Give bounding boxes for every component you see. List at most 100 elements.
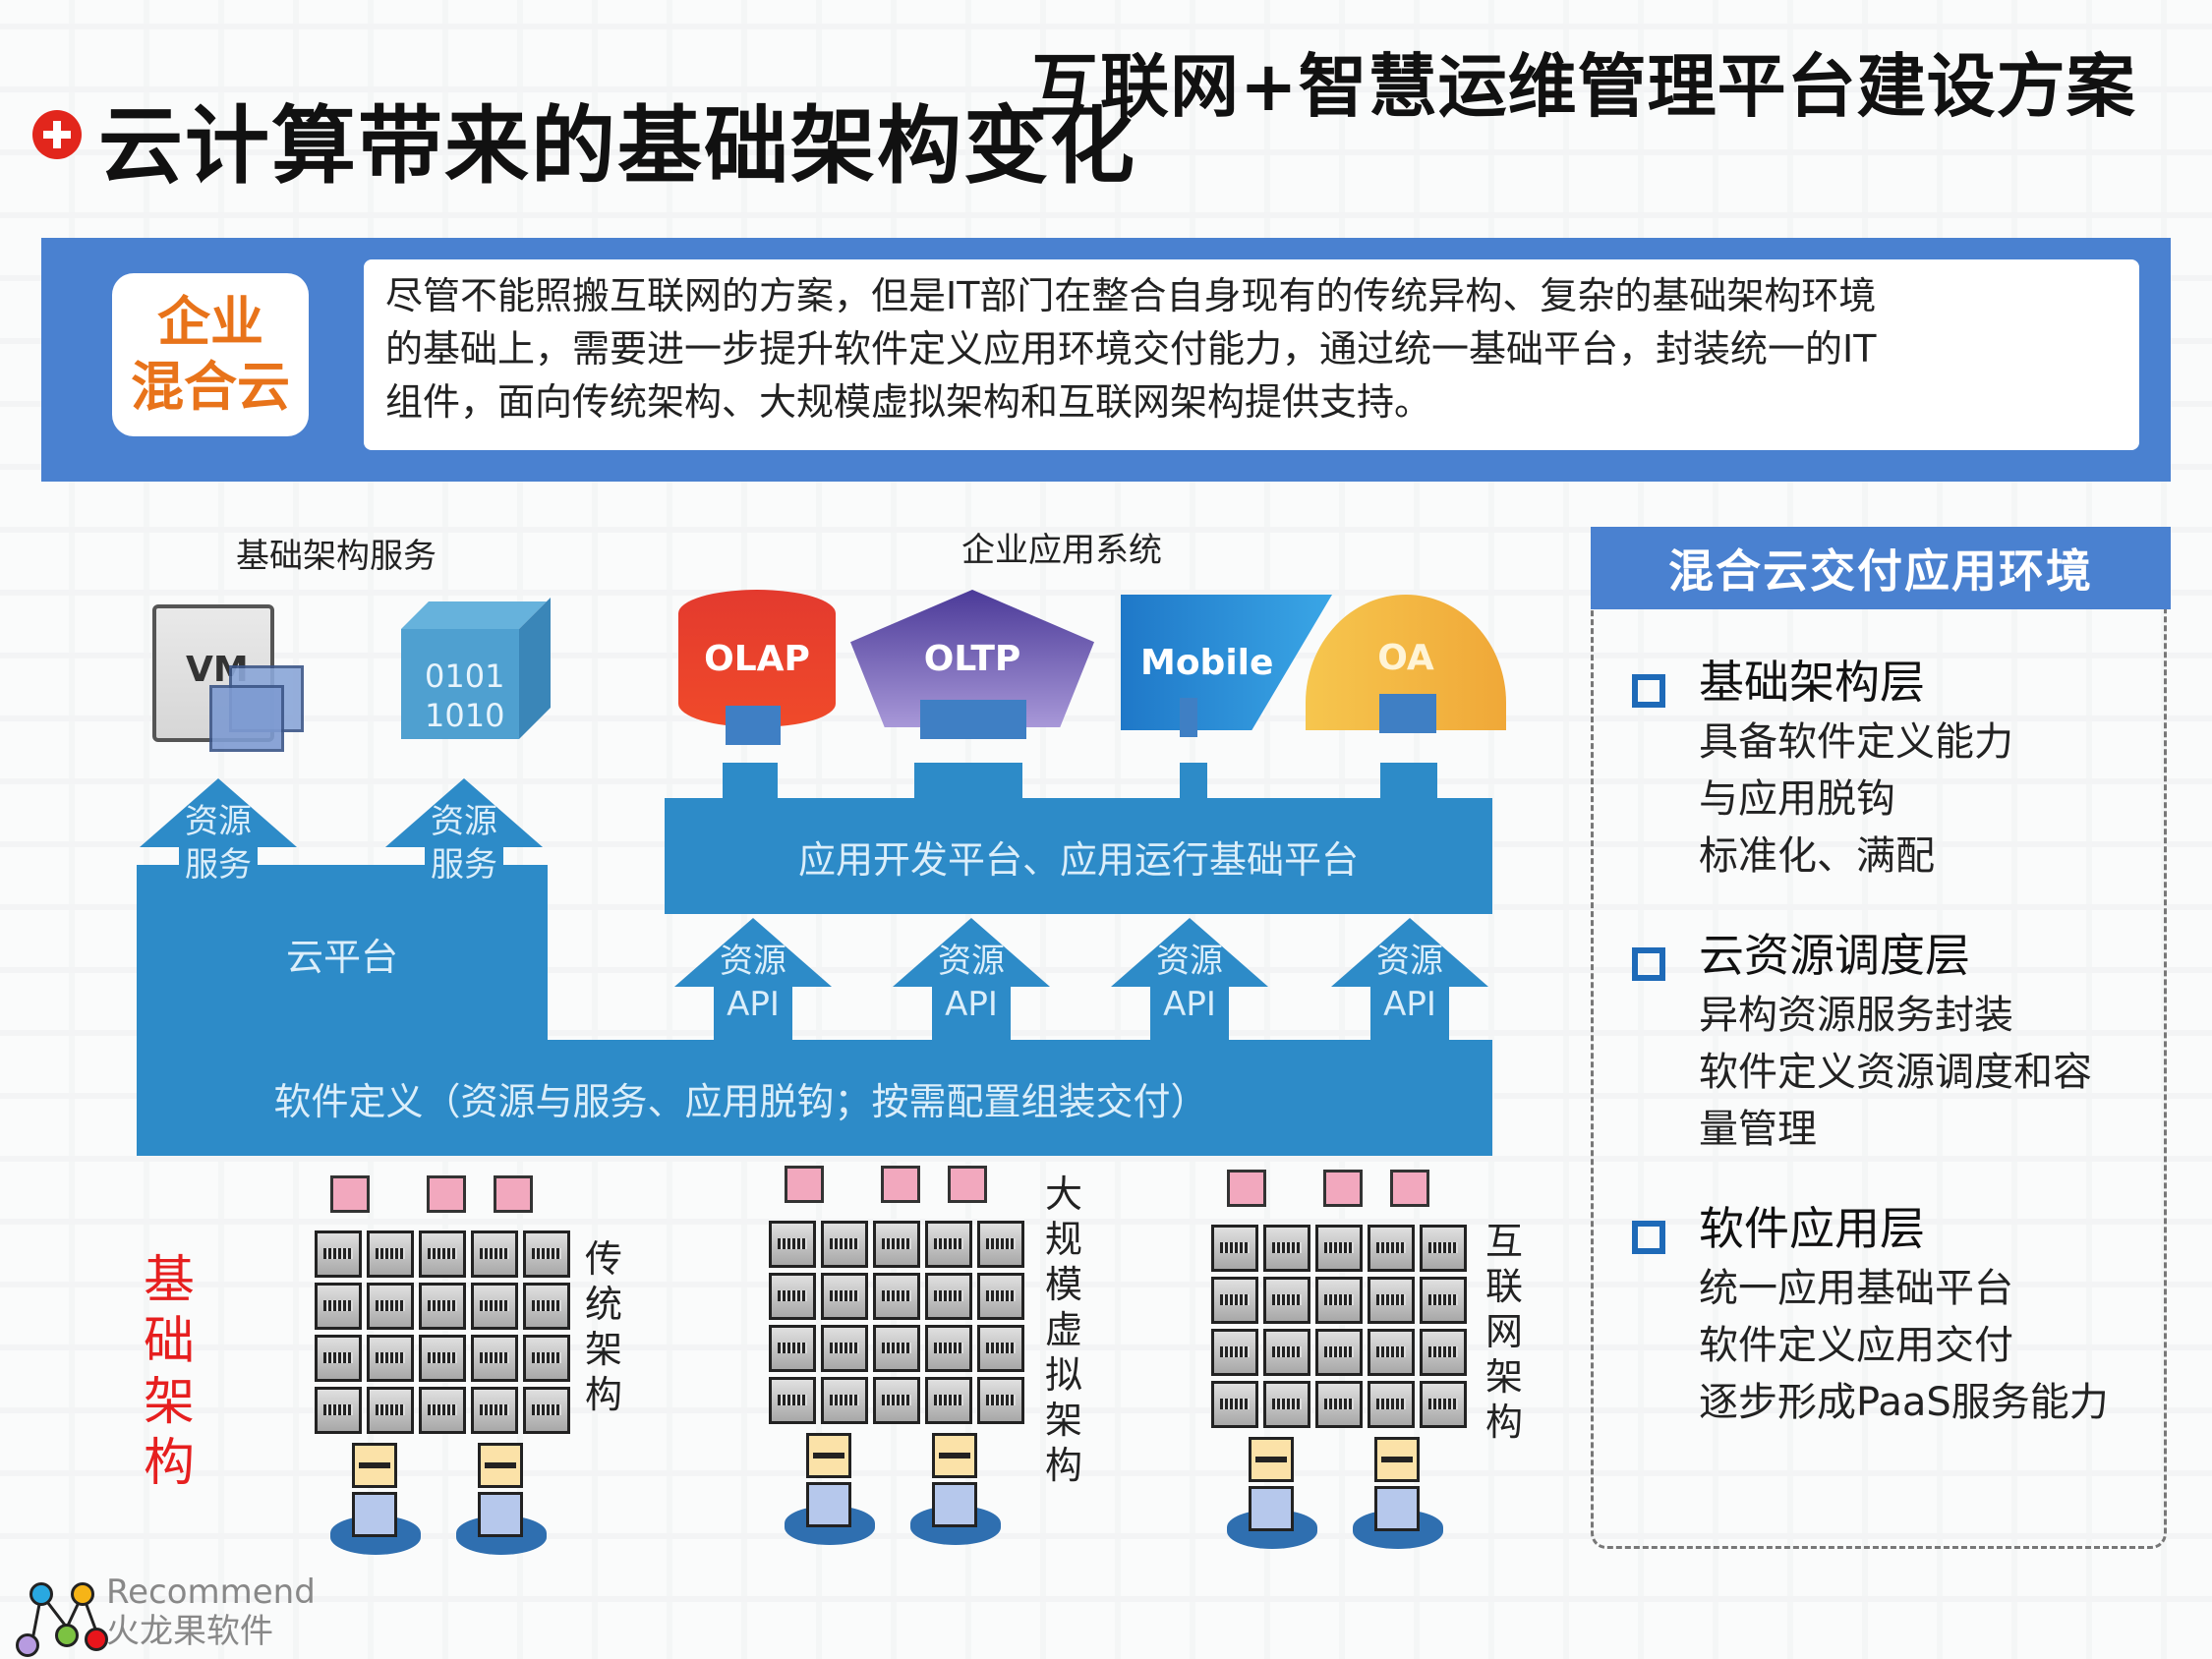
- binary-cube-icon: 0101 1010: [401, 598, 558, 739]
- storage-array-icon: [806, 1482, 851, 1527]
- layer-title: 软件应用层: [1699, 1202, 1925, 1255]
- layer-line: 标准化、满配: [1699, 833, 1935, 879]
- checkbox-square-icon: [1632, 674, 1665, 708]
- switch-icon: [948, 1166, 987, 1203]
- resource-api-arrow: 资源 API: [1331, 918, 1488, 1058]
- app-port: [1379, 694, 1436, 733]
- arrow-text: 服务: [431, 845, 497, 885]
- arrow-text: 资源: [938, 942, 1005, 981]
- server-grid: [315, 1230, 570, 1434]
- infra-services-label: 基础架构服务: [236, 537, 437, 576]
- software-defined-bar: 软件定义（资源与服务、应用脱钩；按需配置组装交付）: [137, 1040, 1492, 1156]
- hybrid-cloud-tag: 企业 混合云: [112, 273, 309, 436]
- app-platform-label: 应用开发平台、应用运行基础平台: [797, 837, 1359, 882]
- arrow-text: 资源: [185, 802, 252, 841]
- switch-icon: [427, 1175, 466, 1213]
- connector: [1180, 763, 1207, 802]
- checkbox-square-icon: [1632, 1221, 1665, 1254]
- cluster-char: 网: [1484, 1310, 1523, 1353]
- storage-array-icon: [352, 1492, 397, 1537]
- binary-text: 0101 1010: [425, 657, 504, 735]
- infra-char: 架: [143, 1373, 195, 1432]
- cloud-platform-label: 云平台: [285, 935, 398, 979]
- arrow-text: API: [1383, 985, 1436, 1024]
- cluster-char: 架: [584, 1328, 622, 1371]
- summary-line: 尽管不能照搬互联网的方案，但是IT部门在整合自身现有的传统异构、复杂的基础架构环…: [385, 274, 1877, 317]
- storage-array-icon: [1374, 1486, 1420, 1531]
- cluster-char: 架: [1044, 1399, 1082, 1442]
- logo-text-en: Recommend: [106, 1573, 316, 1612]
- logo-text: Recommend 火龙果软件: [106, 1573, 316, 1651]
- storage-switch-icon: [1249, 1437, 1294, 1482]
- summary-line: 组件，面向传统架构、大规模虚拟架构和互联网架构提供支持。: [385, 380, 1432, 424]
- software-defined-label: 软件定义（资源与服务、应用脱钩；按需配置组装交付）: [273, 1079, 1208, 1123]
- host-icon: [785, 1166, 824, 1203]
- layer-line: 软件定义资源调度和容: [1699, 1050, 2092, 1095]
- cluster-char: 传: [584, 1237, 622, 1281]
- storage-switch-icon: [932, 1433, 977, 1478]
- app-label-olap: OLAP: [704, 638, 810, 679]
- storage-switch-icon: [1374, 1437, 1420, 1482]
- right-panel-header: 混合云交付应用环境: [1591, 527, 2171, 609]
- document-title: 互联网+智慧运维管理平台建设方案: [1030, 46, 2136, 127]
- layer-line: 具备软件定义能力: [1699, 719, 2013, 765]
- layer-line: 与应用脱钩: [1699, 776, 1895, 822]
- checkbox-square-icon: [1632, 947, 1665, 981]
- layer-line: 异构资源服务封装: [1699, 993, 2013, 1038]
- host-icon: [330, 1175, 370, 1213]
- cluster-char: 构: [1484, 1401, 1523, 1444]
- switch-icon: [1390, 1170, 1429, 1207]
- logo-text-cn: 火龙果软件: [106, 1612, 273, 1651]
- summary-line: 的基础上，需要进一步提升软件定义应用环境交付能力，通过统一基础平台，封装统一的I…: [385, 327, 1877, 371]
- cluster-char: 互: [1484, 1220, 1523, 1263]
- cluster-char: 架: [1484, 1355, 1523, 1399]
- server-grid: [769, 1221, 1024, 1424]
- arrow-text: API: [945, 985, 998, 1024]
- app-label-oa: OA: [1377, 638, 1434, 678]
- connector: [1380, 763, 1437, 802]
- arrow-text: 服务: [185, 845, 252, 885]
- cluster-label-internet: 互 联 网 架 构: [1483, 1219, 1526, 1445]
- layer-title: 云资源调度层: [1699, 929, 1970, 982]
- arrow-text: 资源: [431, 802, 497, 841]
- switch-icon: [494, 1175, 533, 1213]
- layer-line: 量管理: [1699, 1107, 1817, 1152]
- tag-line-1: 企业: [157, 291, 263, 353]
- logo-icon: [12, 1576, 108, 1657]
- layer-line: 逐步形成PaaS服务能力: [1699, 1380, 2109, 1425]
- arrow-text: API: [727, 985, 780, 1024]
- enterprise-apps-label: 企业应用系统: [961, 531, 1162, 570]
- binary-line: 0101: [425, 658, 505, 695]
- cluster-char: 大: [1044, 1173, 1082, 1216]
- app-port: [726, 706, 781, 745]
- app-platform-bar: 应用开发平台、应用运行基础平台: [665, 798, 1492, 914]
- infra-char: 基: [143, 1251, 195, 1310]
- resource-service-arrow: 资源服务: [385, 778, 543, 918]
- layer-title: 基础架构层: [1699, 656, 1925, 709]
- resource-api-arrow: 资源 API: [893, 918, 1050, 1058]
- cluster-char: 构: [1044, 1444, 1082, 1487]
- storage-switch-icon: [478, 1443, 523, 1488]
- app-label-mobile: Mobile: [1140, 642, 1274, 683]
- layer-line: 软件定义应用交付: [1699, 1323, 2013, 1368]
- storage-array-icon: [932, 1482, 977, 1527]
- cluster-char: 虚: [1044, 1308, 1082, 1351]
- slide-title: 云计算带来的基础架构变化: [98, 97, 1136, 196]
- vm-icon: VM: [152, 604, 304, 752]
- storage-array-icon: [1249, 1486, 1294, 1531]
- olap-app-icon: OLAP: [678, 590, 836, 727]
- arrow-text: 资源: [720, 942, 786, 981]
- cluster-char: 统: [584, 1283, 622, 1326]
- server-grid: [1211, 1225, 1467, 1428]
- infra-char: 础: [143, 1312, 195, 1371]
- cluster-char: 联: [1484, 1265, 1523, 1308]
- cluster-label-traditional: 传 统 架 构: [582, 1236, 625, 1417]
- cluster-label-virtual: 大 规 模 虚 拟 架 构: [1042, 1172, 1085, 1488]
- vm-window-icon: [209, 685, 284, 752]
- binary-line: 1010: [425, 697, 505, 734]
- layer-line: 统一应用基础平台: [1699, 1266, 2013, 1311]
- arrow-text: 资源: [1376, 942, 1443, 981]
- switch-icon: [1323, 1170, 1363, 1207]
- infra-char: 构: [143, 1434, 195, 1493]
